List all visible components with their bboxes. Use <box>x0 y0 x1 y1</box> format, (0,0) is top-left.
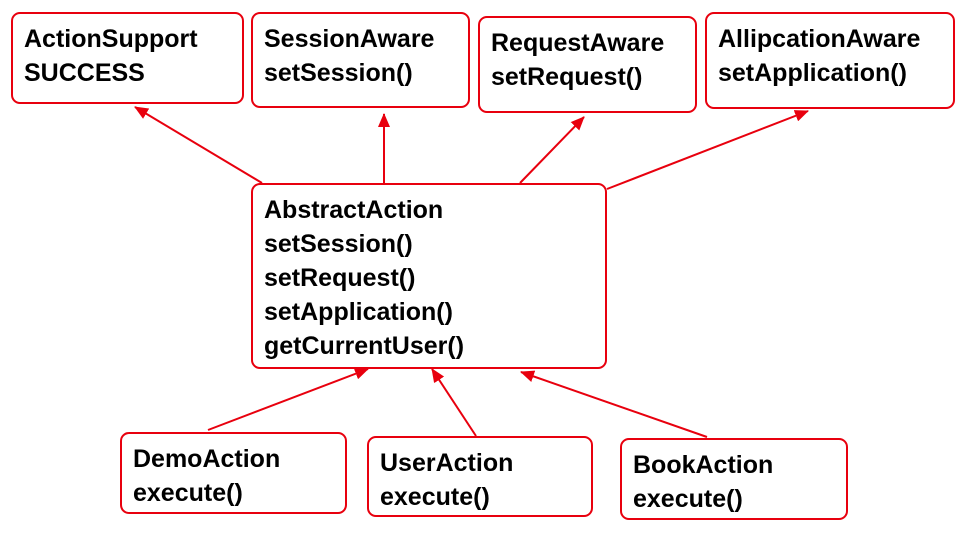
class-member: execute() <box>380 483 490 511</box>
edge-abstract-to-applicationaware <box>606 110 809 190</box>
class-name: AbstractAction <box>264 196 444 224</box>
class-name: RequestAware <box>491 29 665 57</box>
edge-abstract-to-actionsupport <box>134 106 263 184</box>
class-member: setRequest() <box>264 264 416 292</box>
class-member: setApplication() <box>718 59 907 87</box>
class-box-abstractaction: AbstractAction setSession() setRequest()… <box>251 183 607 369</box>
class-name: UserAction <box>380 449 514 477</box>
class-member: getCurrentUser() <box>264 332 465 360</box>
class-member: SUCCESS <box>24 59 145 87</box>
edge-demoaction-to-abstract <box>207 368 369 431</box>
class-box-bookaction: BookAction execute() <box>620 438 848 520</box>
class-box-applicationaware: AllipcationAware setApplication() <box>705 12 955 109</box>
class-member: setApplication() <box>264 298 453 326</box>
class-member: setSession() <box>264 59 413 87</box>
class-box-requestaware: RequestAware setRequest() <box>478 16 697 113</box>
class-name: DemoAction <box>133 445 281 473</box>
class-member: execute() <box>633 485 743 513</box>
class-name: AllipcationAware <box>718 25 921 53</box>
class-box-actionsupport: ActionSupport SUCCESS <box>11 12 244 104</box>
class-member: setSession() <box>264 230 413 258</box>
edge-useraction-to-abstract <box>431 368 477 437</box>
edge-abstract-to-requestaware <box>519 116 585 184</box>
class-name: ActionSupport <box>24 25 198 53</box>
class-box-sessionaware: SessionAware setSession() <box>251 12 470 108</box>
class-name: SessionAware <box>264 25 435 53</box>
class-member: execute() <box>133 479 243 507</box>
edge-bookaction-to-abstract <box>520 370 708 438</box>
class-box-demoaction: DemoAction execute() <box>120 432 347 514</box>
class-member: setRequest() <box>491 63 643 91</box>
class-box-useraction: UserAction execute() <box>367 436 593 517</box>
class-name: BookAction <box>633 451 774 479</box>
